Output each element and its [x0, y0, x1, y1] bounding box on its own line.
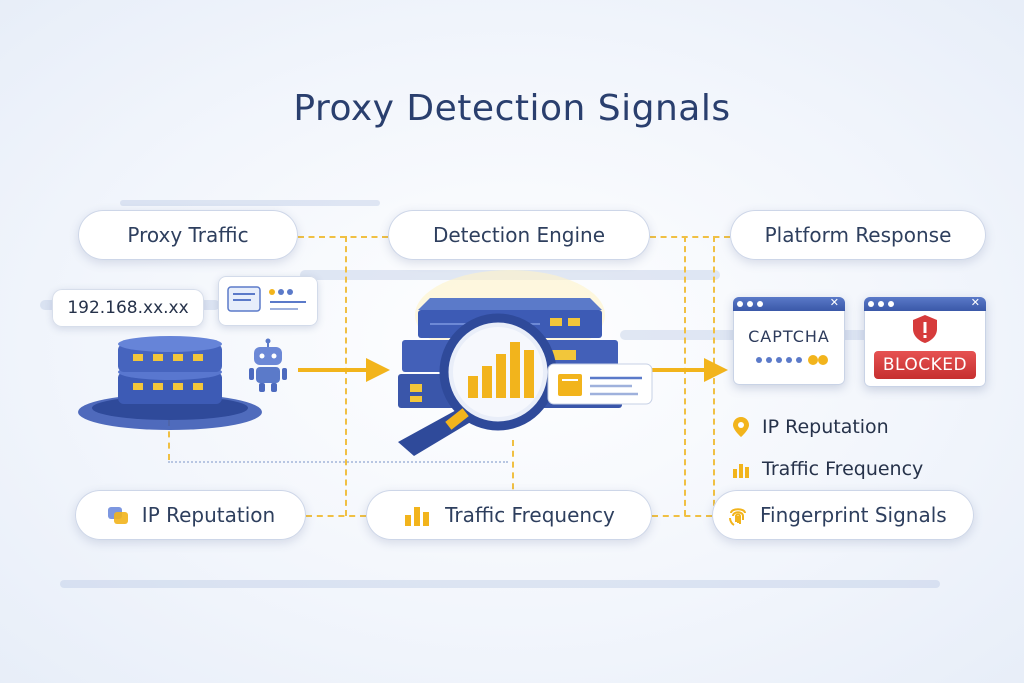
- bg-streak: [120, 200, 380, 206]
- connector-line: [168, 420, 170, 460]
- captcha-dots-icon: [756, 355, 828, 365]
- bg-streak: [60, 580, 940, 588]
- signal-label: IP Reputation: [762, 416, 889, 438]
- signal-ip-reputation: IP Reputation: [730, 416, 889, 438]
- connector-line: [652, 515, 712, 517]
- warning-shield-icon: [913, 315, 937, 343]
- stage-detection-engine: Detection Engine: [388, 210, 650, 260]
- connector-line: [650, 236, 730, 238]
- window-titlebar: ✕: [733, 297, 845, 311]
- bot-icon: [249, 338, 287, 392]
- connector-line: [306, 515, 366, 517]
- signal-traffic-frequency-pill: Traffic Frequency: [366, 490, 652, 540]
- captcha-window: ✕ CAPTCHA: [733, 297, 845, 385]
- close-icon: ✕: [829, 297, 839, 309]
- stage-label: Proxy Traffic: [127, 223, 249, 247]
- arrow-right-icon: [298, 358, 390, 382]
- diagram-title: Proxy Detection Signals: [293, 88, 731, 129]
- location-pin-icon: [730, 416, 752, 438]
- stage-label: Platform Response: [764, 223, 952, 247]
- captcha-label: CAPTCHA: [748, 327, 830, 346]
- signal-ip-reputation-pill: IP Reputation: [75, 490, 306, 540]
- stage-label: Detection Engine: [432, 223, 606, 247]
- detection-engine-icon: [398, 270, 653, 456]
- ip-address: 192.168.xx.xx: [67, 298, 189, 318]
- signal-label: Traffic Frequency: [762, 458, 924, 480]
- fingerprint-icon: [726, 503, 750, 527]
- connector-line: [168, 461, 508, 463]
- bar-chart-icon: [403, 503, 433, 527]
- connector-line: [512, 440, 514, 500]
- proxy-server-icon: [78, 336, 262, 430]
- connector-line: [345, 236, 347, 516]
- window-titlebar: ✕: [864, 297, 986, 311]
- stage-platform-response: Platform Response: [730, 210, 986, 260]
- bar-chart-icon: [730, 458, 752, 480]
- ip-reputation-icon: [106, 504, 132, 526]
- browser-window-icon: [218, 276, 318, 326]
- blocked-label: BLOCKED: [874, 351, 976, 379]
- signal-label: Traffic Frequency: [445, 503, 615, 527]
- connector-line: [684, 236, 686, 516]
- close-icon: ✕: [970, 297, 980, 309]
- stage-proxy-traffic: Proxy Traffic: [78, 210, 298, 260]
- arrow-right-icon: [650, 358, 728, 382]
- signal-fingerprint: Fingerprint Signals: [712, 490, 974, 540]
- signal-label: IP Reputation: [141, 503, 276, 527]
- signal-traffic-frequency: Traffic Frequency: [730, 458, 923, 480]
- blocked-window: ✕ BLOCKED: [864, 297, 986, 387]
- connector-line: [298, 236, 388, 238]
- ip-address-box: 192.168.xx.xx: [52, 289, 204, 327]
- signal-label: Fingerprint Signals: [760, 503, 947, 527]
